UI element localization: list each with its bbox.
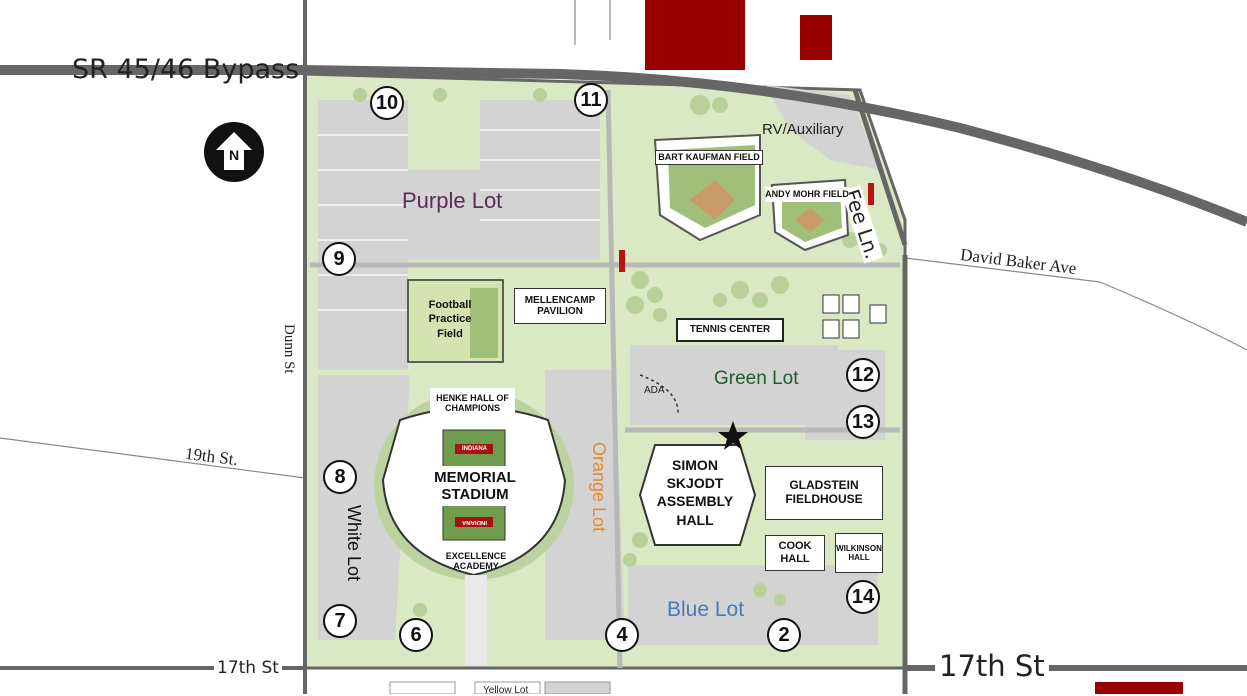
football-practice-field-label: Football Practice Field	[428, 299, 472, 340]
dunn-street-label: Dunn St	[280, 322, 297, 376]
mellencamp-pavilion-label: MELLENCAMP PAVILION	[514, 288, 606, 324]
north-compass: N	[204, 122, 264, 182]
gate-2: 2	[767, 618, 801, 652]
white-lot-label: White Lot	[344, 505, 364, 582]
orange-lot-label: Orange Lot	[589, 442, 609, 533]
offsite-building-3	[1095, 682, 1183, 694]
excellence-academy-label: EXCELLENCE ACADEMY	[445, 550, 507, 571]
bypass-label: SR 45/46 Bypass	[72, 54, 300, 85]
assembly-hall-label: SIMON SKJODT ASSEMBLY HALL	[656, 457, 734, 528]
cook-hall-label: COOK HALL	[765, 535, 825, 571]
gate-marker-1	[619, 250, 625, 272]
wilkinson-hall-label: WILKINSON HALL	[835, 533, 883, 573]
seventeenth-street-left-label: 17th St	[214, 660, 282, 677]
gate-12: 12	[846, 358, 880, 392]
gate-4: 4	[605, 618, 639, 652]
ada-label: ADA	[644, 385, 665, 396]
henke-hall-label: HENKE HALL OF CHAMPIONS	[430, 388, 515, 418]
offsite-building-1	[645, 0, 745, 70]
rv-auxiliary-label: RV/Auxiliary	[762, 121, 844, 138]
gate-13: 13	[846, 405, 880, 439]
gladstein-fieldhouse-label: GLADSTEIN FIELDHOUSE	[765, 466, 883, 520]
yellow-lot-label: Yellow Lot	[483, 685, 529, 696]
north-label: N	[228, 147, 240, 163]
gate-8: 8	[323, 460, 357, 494]
practice-turf	[470, 288, 498, 358]
star-icon	[718, 421, 748, 450]
purple-lot-label: Purple Lot	[402, 188, 503, 213]
field-endzone-bottom: INDIANA	[462, 519, 487, 525]
tennis-center-label: TENNIS CENTER	[676, 318, 784, 342]
bart-kaufman-field-label: BART KAUFMAN FIELD	[655, 150, 763, 165]
field-endzone-top: INDIANA	[462, 446, 487, 452]
gate-9: 9	[322, 242, 356, 276]
offsite-building-2	[800, 15, 832, 60]
gate-7: 7	[323, 604, 357, 638]
north-arrow-icon	[216, 132, 252, 170]
green-lot-label: Green Lot	[714, 368, 799, 389]
gate-10: 10	[370, 86, 404, 120]
seventeenth-street-right-label: 17th St	[935, 652, 1049, 681]
gate-marker-2	[868, 183, 874, 205]
parking-stripes	[318, 129, 600, 311]
gate-14: 14	[846, 580, 880, 614]
background-roads	[0, 0, 1247, 479]
south-parcels	[389, 681, 611, 694]
memorial-stadium-label: MEMORIAL STADIUM	[434, 466, 516, 506]
tennis-courts	[822, 294, 887, 339]
gate-11: 11	[574, 83, 608, 117]
andy-mohr-field-label: ANDY MOHR FIELD	[765, 187, 849, 202]
blue-lot-label: Blue Lot	[667, 598, 745, 621]
gate-6: 6	[399, 618, 433, 652]
